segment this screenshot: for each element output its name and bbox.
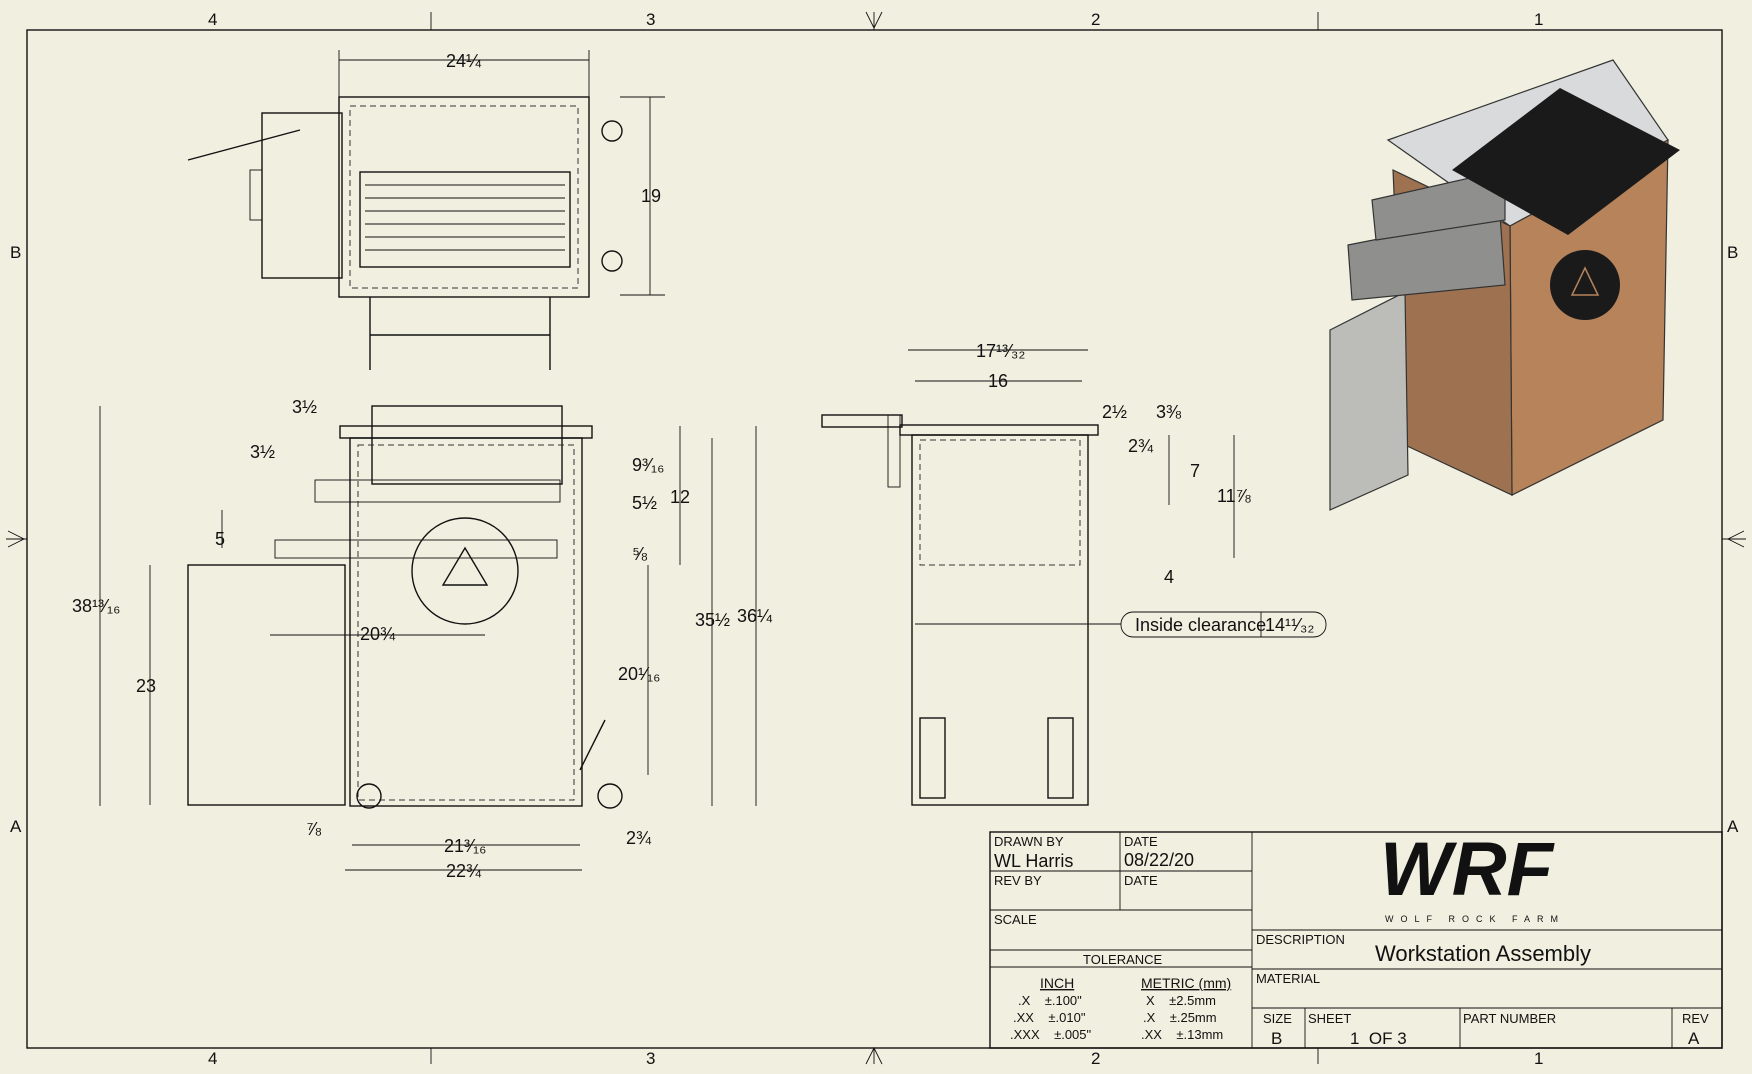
dim-front-23: 23 [136,676,156,696]
tolerance-label: TOLERANCE [1083,952,1163,967]
part-number-label: PART NUMBER [1463,1011,1556,1026]
dim-front-21-3-16: 21³⁄₁₆ [444,836,486,856]
zone-row-b-right: B [1727,243,1738,262]
metric-row-2: .X ±.25mm [1143,1010,1217,1025]
dim-side-2-75: 2¾ [1128,436,1154,456]
isometric-view [1329,59,1680,511]
wrf-logo: WRF [1380,827,1556,912]
drawn-by-label: DRAWN BY [994,834,1064,849]
drawn-by-value: WL Harris [994,851,1073,871]
dim-front-22-75: 22¾ [446,861,482,881]
metric-label: METRIC (mm) [1141,975,1231,991]
dim-front-7-8: ⅞ [306,819,322,839]
dim-front-overall-height: 38¹³⁄₁₆ [72,596,120,616]
dim-side-16: 16 [988,371,1008,391]
rev-date-label: DATE [1124,873,1158,888]
zone-row-a-right: A [1727,817,1739,836]
zone-markers: 4 3 2 1 4 3 2 1 B A B A [6,10,1746,1068]
dim-front-5: 5 [215,529,225,549]
dim-front-3-5-b: 3½ [250,442,275,462]
material-label: MATERIAL [1256,971,1320,986]
zone-col-3-bottom: 3 [646,1049,655,1068]
rev-by-label: REV BY [994,873,1042,888]
title-block: DRAWN BY WL Harris DATE 08/22/20 REV BY … [989,827,1723,1049]
metric-row-3: .XX ±.13mm [1141,1027,1223,1042]
clearance-value: 14¹¹⁄₃₂ [1265,615,1314,635]
date-label: DATE [1124,834,1158,849]
rev-value: A [1688,1029,1700,1048]
dim-side-7: 7 [1190,461,1200,481]
zone-col-1-bottom: 1 [1534,1049,1543,1068]
inch-row-3: .XXX ±.005" [1010,1027,1092,1042]
front-view: 38¹³⁄₁₆ 23 5 3½ 3½ 20¾ 9³⁄₁₆ 5½ ⅝ 12 20¹… [72,397,773,881]
size-value: B [1271,1029,1282,1048]
size-label: SIZE [1263,1011,1292,1026]
dim-top-depth: 19 [641,186,661,206]
inch-row-2: .XX ±.010" [1013,1010,1086,1025]
dim-front-20-75: 20¾ [360,624,396,644]
wrf-logo-subtitle: WOLF ROCK FARM [1385,914,1565,924]
date-value: 08/22/20 [1124,850,1194,870]
dim-side-17-13-32: 17¹³⁄₃₂ [976,341,1025,361]
zone-col-4-bottom: 4 [208,1049,217,1068]
dim-front-5-5: 5½ [632,493,657,513]
sheet-label: SHEET [1308,1011,1351,1026]
dim-front-36-25: 36¼ [737,606,773,626]
zone-col-2-top: 2 [1091,10,1100,29]
dim-front-20-1-16: 20¹⁄₁₆ [618,664,660,684]
dim-side-3-375: 3⅜ [1156,402,1182,422]
zone-col-4-top: 4 [208,10,217,29]
inch-row-1: .X ±.100" [1018,993,1082,1008]
top-view: 24¼ 19 [187,50,665,370]
zone-col-3-top: 3 [646,10,655,29]
dim-front-3-5-a: 3½ [292,397,317,417]
dim-front-35-5: 35½ [695,610,730,630]
description-label: DESCRIPTION [1256,932,1345,947]
dim-side-11-875: 11⅞ [1217,486,1252,506]
rev-label: REV [1682,1011,1709,1026]
scale-label: SCALE [994,912,1037,927]
zone-col-2-bottom: 2 [1091,1049,1100,1068]
sheet-value: 1 OF 3 [1350,1029,1407,1048]
dim-front-5-8: ⅝ [632,544,648,564]
zone-row-a-left: A [10,817,22,836]
dim-front-2-75: 2¾ [626,828,652,848]
dim-front-9-3-16: 9³⁄₁₆ [632,455,664,475]
dim-side-2-5: 2½ [1102,402,1127,422]
inch-label: INCH [1040,975,1074,991]
clearance-label: Inside clearance [1135,615,1266,635]
zone-col-1-top: 1 [1534,10,1543,29]
metric-row-1: X ±2.5mm [1146,993,1216,1008]
dim-top-width: 24¼ [446,51,482,71]
side-view: 17¹³⁄₃₂ 16 2½ 3⅜ 2¾ 7 11⅞ 4 Inside clear… [821,341,1327,806]
dim-side-4: 4 [1164,567,1174,587]
dim-front-12: 12 [670,487,690,507]
description-value: Workstation Assembly [1375,941,1591,966]
zone-row-b-left: B [10,243,21,262]
